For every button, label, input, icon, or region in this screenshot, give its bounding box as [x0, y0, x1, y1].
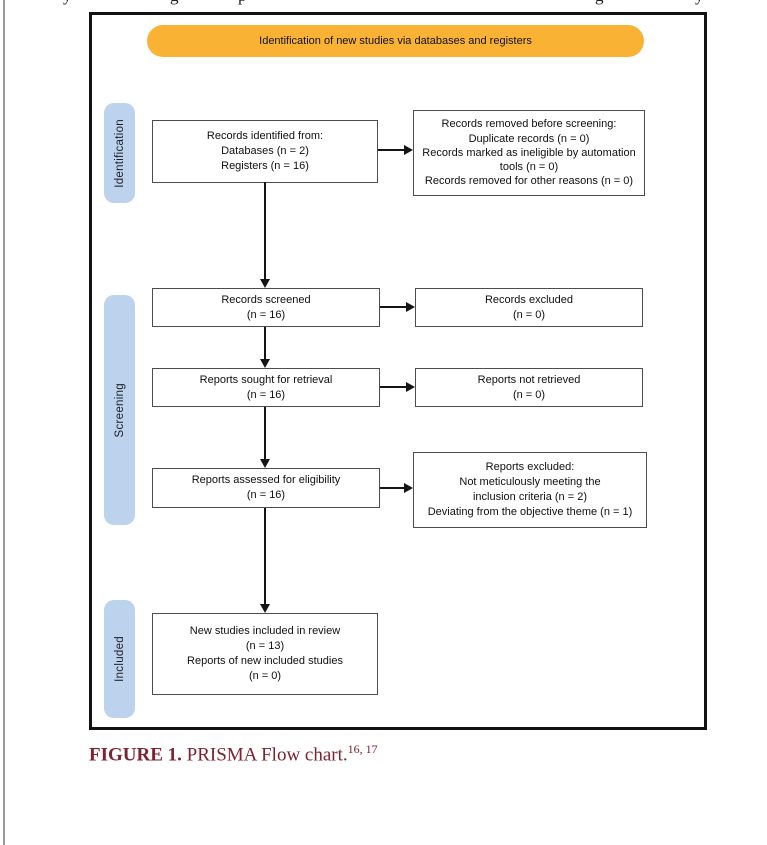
stage-label-identification: Identification: [104, 103, 135, 203]
figure-caption: FIGURE 1. PRISMA Flow chart.16, 17: [89, 742, 378, 766]
box-reports-not-retrieved: Reports not retrieved (n = 0): [415, 368, 643, 407]
arrowhead-right-icon: [406, 301, 415, 312]
figure-caption-label: FIGURE 1.: [89, 744, 182, 766]
box-records-identified: Records identified from: Databases (n = …: [152, 120, 378, 183]
box-records-excluded: Records excluded (n = 0): [415, 288, 643, 327]
banner-identification-of-new-studies: Identification of new studies via databa…: [147, 25, 644, 57]
connector-sought-to-not-retrieved: [380, 386, 406, 388]
cut-off-text-fragment: y: [63, 0, 72, 6]
cut-off-text-fragment: g: [170, 0, 179, 6]
connector-sought-to-assessed: [264, 407, 266, 459]
connector-identified-to-removed: [378, 149, 404, 151]
connector-assessed-to-included: [264, 508, 266, 604]
figure-caption-superscript: 16, 17: [347, 742, 378, 756]
page-margin-line: [3, 0, 5, 845]
box-reports-excluded: Reports excluded: Not meticulously meeti…: [413, 452, 647, 528]
cut-off-text-line: y g p g y: [0, 0, 767, 9]
arrowhead-down-icon: [259, 604, 270, 613]
connector-screened-to-excluded: [380, 306, 406, 308]
figure-caption-title: PRISMA Flow chart.: [181, 744, 348, 766]
connector-identified-to-screened: [264, 182, 266, 279]
stage-label-screening: Screening: [104, 295, 135, 525]
stage-label-included: Included: [104, 600, 135, 718]
stage-label-identification-text: Identification: [113, 118, 126, 188]
stage-label-included-text: Included: [113, 636, 126, 682]
cut-off-text-fragment: p: [238, 0, 247, 6]
connector-assessed-to-reports-excluded: [380, 487, 404, 489]
arrowhead-down-icon: [259, 279, 270, 288]
stage-label-screening-text: Screening: [113, 382, 126, 438]
box-new-studies-included-in-review: New studies included in review (n = 13) …: [152, 613, 378, 695]
box-reports-sought-for-retrieval: Reports sought for retrieval (n = 16): [152, 368, 380, 407]
connector-screened-to-sought: [264, 327, 266, 359]
cut-off-text-fragment: g: [595, 0, 604, 6]
arrowhead-right-icon: [406, 381, 415, 392]
arrowhead-right-icon: [404, 482, 413, 493]
arrowhead-right-icon: [404, 144, 413, 155]
cut-off-text-fragment: y: [695, 0, 704, 6]
box-records-removed-before-screening: Records removed before screening: Duplic…: [413, 110, 645, 196]
box-reports-assessed-for-eligibility: Reports assessed for eligibility (n = 16…: [152, 468, 380, 508]
arrowhead-down-icon: [259, 359, 270, 368]
box-records-screened: Records screened (n = 16): [152, 288, 380, 327]
arrowhead-down-icon: [259, 459, 270, 468]
